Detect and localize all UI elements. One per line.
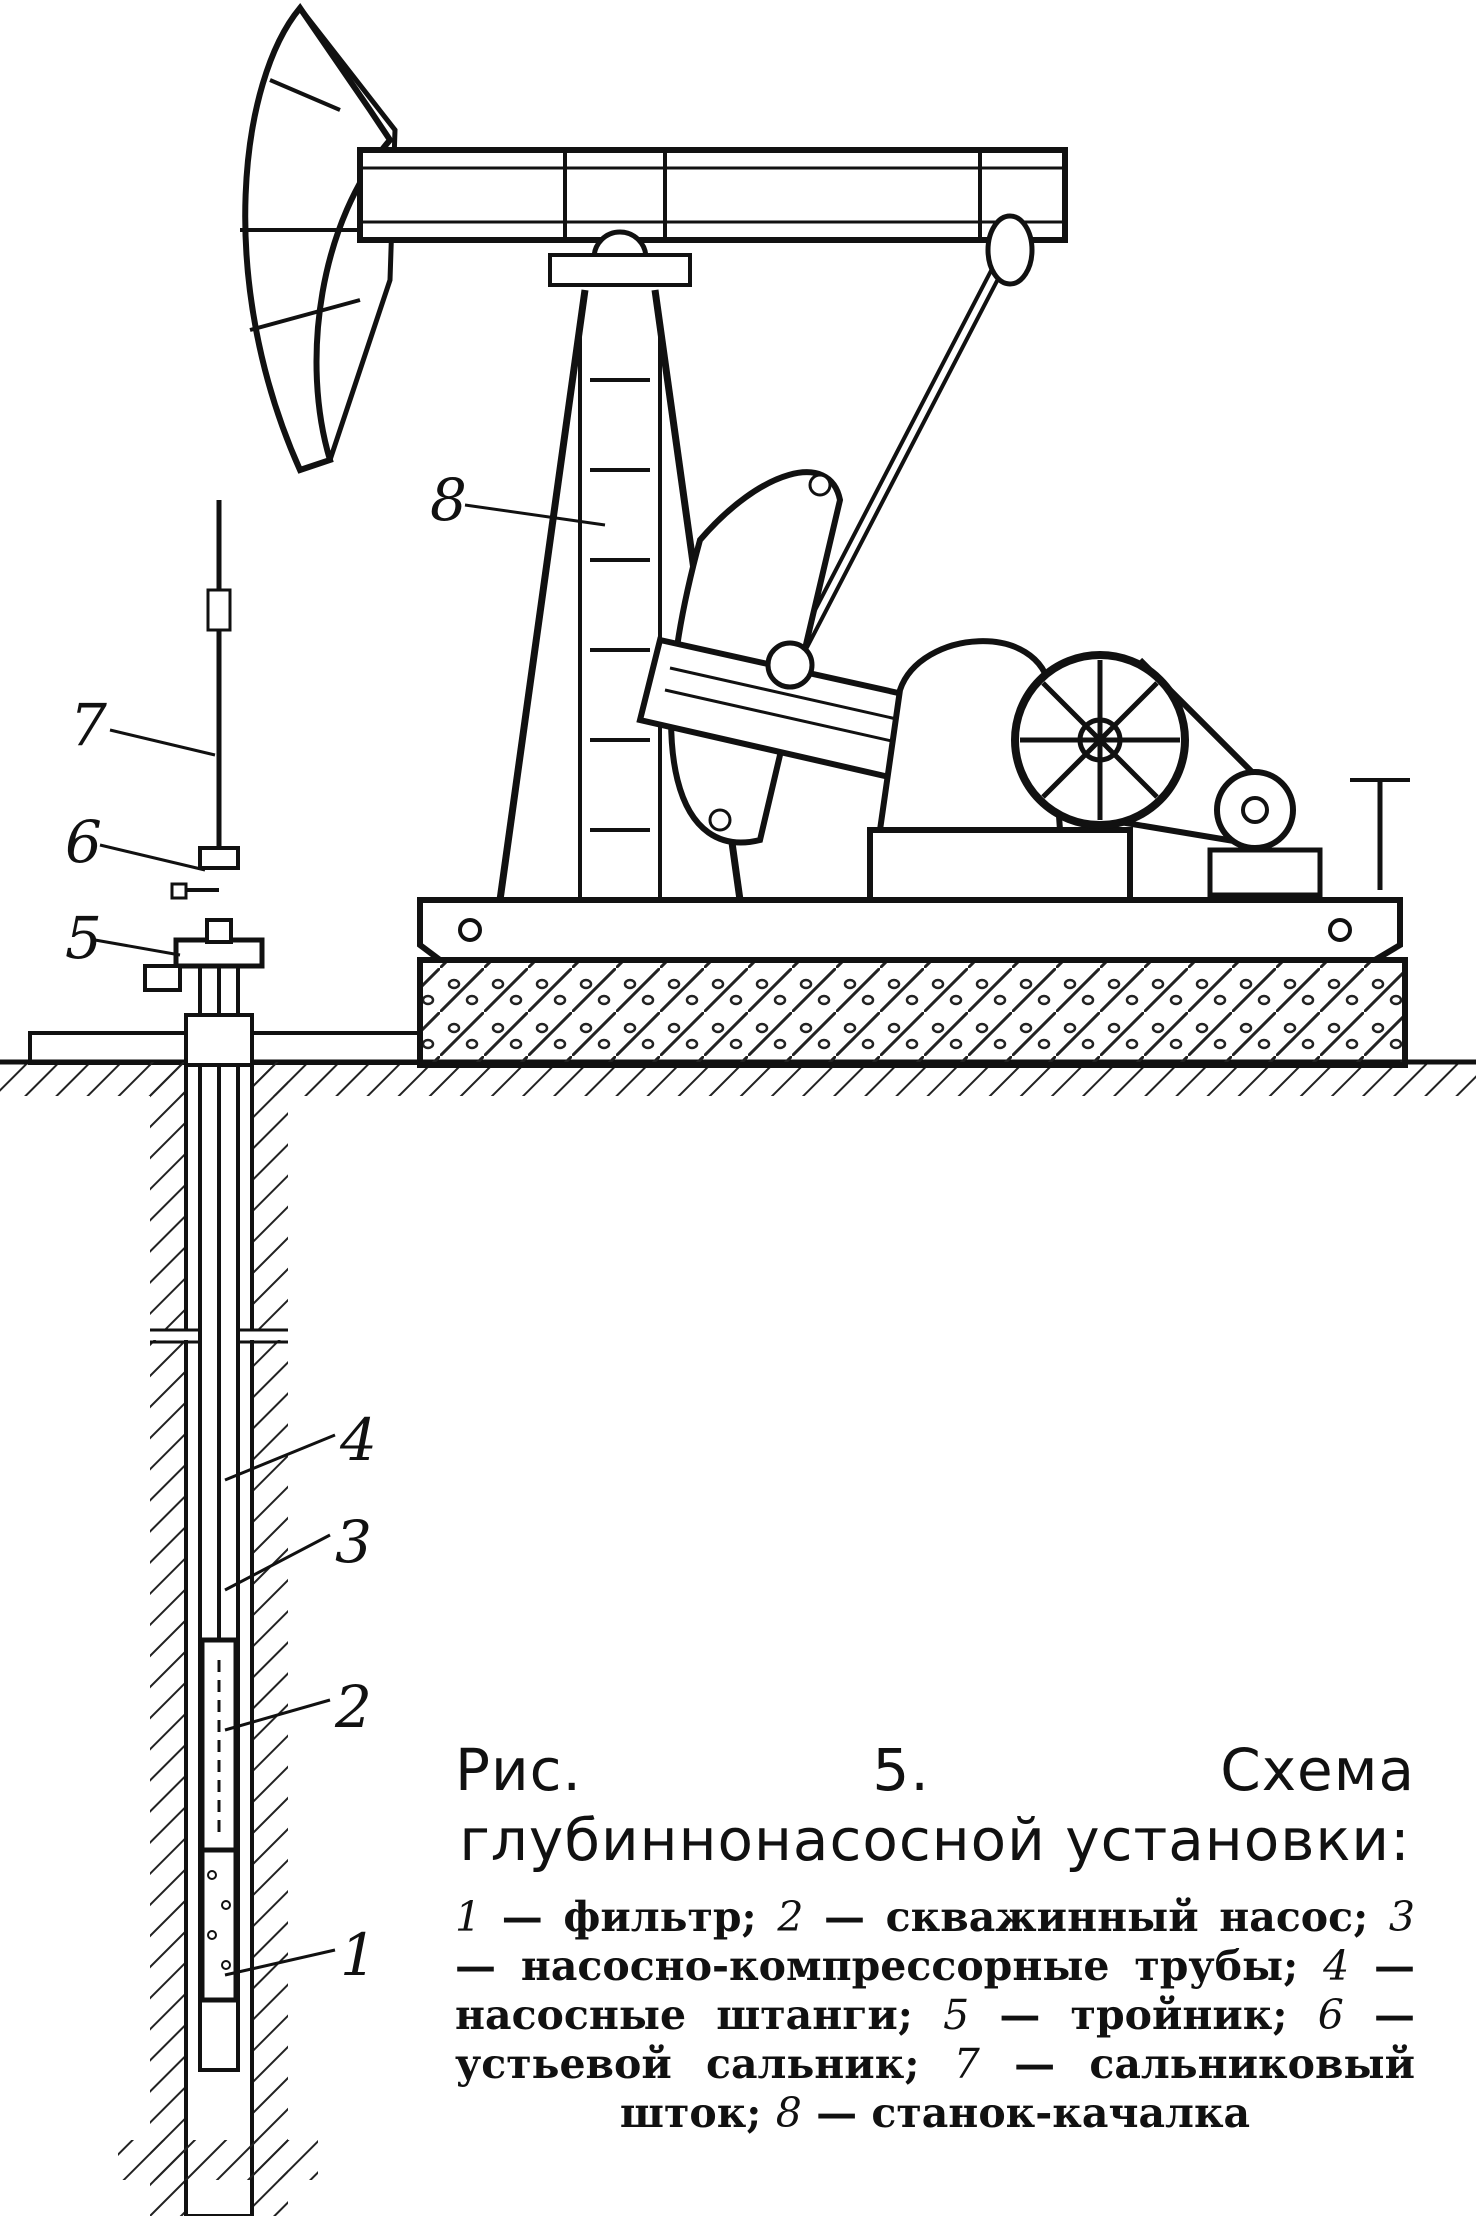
legend-item: 3 — насосно-компрессорные трубы;: [455, 1893, 1415, 1990]
walking-beam: [357, 147, 1068, 287]
label-2: 2: [334, 1673, 372, 1741]
electric-motor: [1207, 769, 1410, 898]
polished-rod: [206, 500, 232, 848]
base-frame: [417, 897, 1403, 963]
legend-item: 5 — тройник;: [943, 1991, 1288, 2039]
legend-item: 2 — скважинный насос;: [777, 1893, 1369, 1941]
label-1: 1: [340, 1921, 377, 1989]
stuffing-box: [170, 846, 240, 944]
label-6: 6: [65, 808, 102, 876]
caption-legend: 1 — фильтр; 2 — скважинный насос; 3 — на…: [455, 1893, 1415, 2138]
label-7: 7: [70, 691, 107, 759]
label-8: 8: [430, 466, 467, 534]
legend-item: 6 — устьевой сальник;: [455, 1991, 1415, 2088]
label-4: 4: [339, 1406, 377, 1474]
figure-caption: Рис. 5. Схема глубиннонасосной установки…: [455, 1735, 1415, 2138]
legend-item: 4 — насосные штанги;: [455, 1942, 1415, 2039]
label-3: 3: [335, 1508, 372, 1576]
pitman-rod: [793, 213, 1035, 654]
legend-item: 7 — сальниковый шток;: [619, 2040, 1415, 2137]
gearbox: [867, 638, 1133, 903]
label-5: 5: [65, 904, 102, 972]
legend-item: 8 — станок-качалка: [775, 2089, 1251, 2137]
filter: [199, 1847, 239, 2003]
belt-pulley: [1011, 651, 1189, 829]
leader-lines: [94, 503, 606, 1977]
concrete-foundation: [417, 957, 1408, 1068]
downhole-pump: [199, 1637, 239, 1853]
legend-item: 1 — фильтр;: [455, 1893, 757, 1941]
drive-belt: [1119, 657, 1258, 845]
caption-title: Рис. 5. Схема глубиннонасосной установки…: [455, 1736, 1415, 1874]
